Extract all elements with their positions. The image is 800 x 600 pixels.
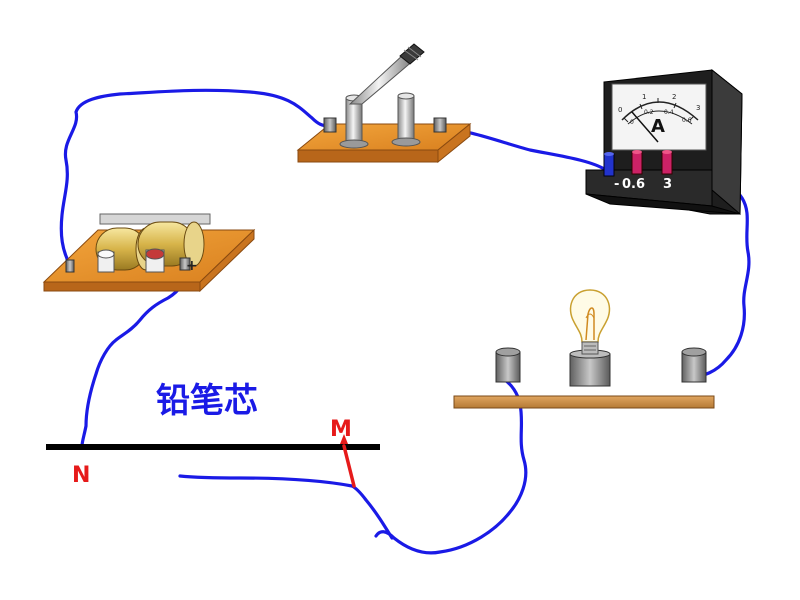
label-point-n: N bbox=[72, 463, 90, 488]
ammeter: 0 1 2 3 0 0.2 0.4 0.6 A - 0.6 3 bbox=[585, 68, 743, 216]
knife-switch[interactable] bbox=[296, 43, 472, 164]
ammeter-scale-top-0: 0 bbox=[618, 106, 622, 114]
wire-battery-to-n bbox=[80, 266, 192, 448]
ammeter-label-minus: - bbox=[614, 177, 619, 192]
ammeter-scale-inner-0: 0 bbox=[630, 119, 634, 126]
m-clip[interactable] bbox=[340, 434, 356, 488]
ammeter-scale-inner-1: 0.2 bbox=[644, 109, 654, 116]
ammeter-terminal-06[interactable] bbox=[631, 150, 643, 175]
ammeter-scale-inner-2: 0.4 bbox=[664, 109, 674, 116]
battery-terminal-right[interactable] bbox=[179, 257, 191, 271]
ammeter-dial-letter: A bbox=[651, 116, 665, 137]
light-bulb bbox=[569, 289, 611, 355]
switch-terminal-left[interactable] bbox=[323, 117, 337, 133]
switch-terminal-right[interactable] bbox=[433, 117, 447, 133]
label-pencil-lead: 铅笔芯 bbox=[156, 381, 258, 421]
battery-terminal-left[interactable] bbox=[65, 259, 75, 273]
ammeter-scale-top-2: 2 bbox=[672, 93, 676, 101]
label-point-m: M bbox=[330, 417, 352, 442]
ammeter-terminal-minus[interactable] bbox=[603, 152, 615, 177]
ammeter-dial bbox=[611, 83, 707, 151]
lamp-post-left[interactable] bbox=[495, 347, 521, 383]
battery-cell bbox=[137, 221, 205, 273]
ammeter-label-06: 0.6 bbox=[622, 177, 645, 192]
lamp-assembly bbox=[453, 289, 715, 409]
ammeter-terminal-3[interactable] bbox=[661, 150, 673, 175]
battery-holder: + bbox=[42, 213, 256, 293]
ammeter-label-3: 3 bbox=[663, 177, 672, 192]
ammeter-scale-top-3: 3 bbox=[696, 104, 700, 112]
wooden-bar bbox=[453, 395, 715, 409]
ammeter-scale-top-1: 1 bbox=[642, 93, 646, 101]
wire-battery-to-switch bbox=[59, 88, 332, 267]
ammeter-scale-inner-3: 0.6 bbox=[682, 117, 692, 124]
ammeter-needle bbox=[631, 111, 659, 143]
lamp-post-right[interactable] bbox=[681, 347, 707, 383]
battery-plus-sign: + bbox=[186, 258, 198, 274]
